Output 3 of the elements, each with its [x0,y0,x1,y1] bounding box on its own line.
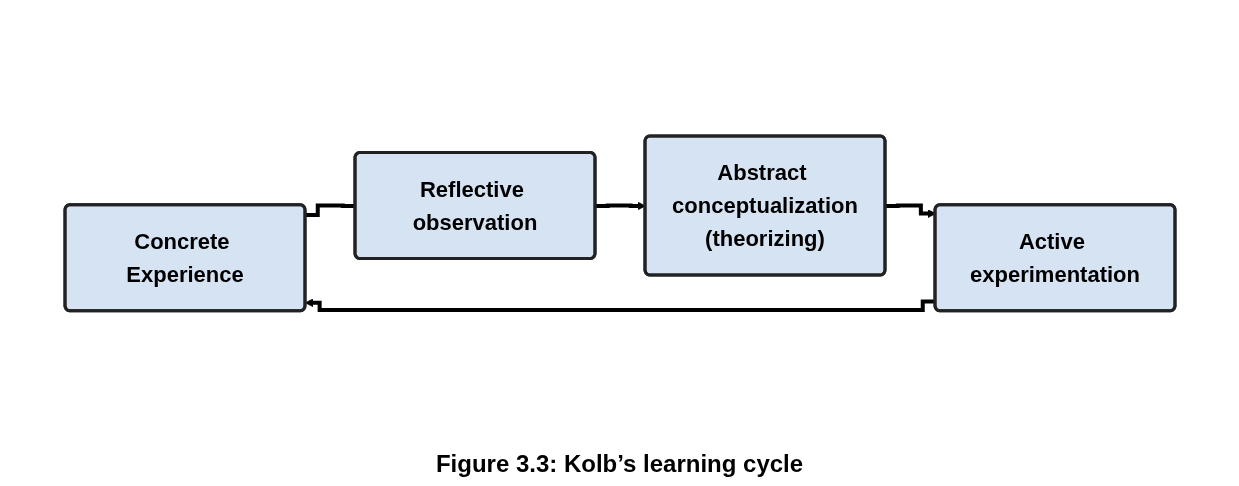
connector [305,203,355,217]
figure-caption: Figure 3.3: Kolb’s learning cycle [435,449,804,479]
arrow [304,298,935,312]
